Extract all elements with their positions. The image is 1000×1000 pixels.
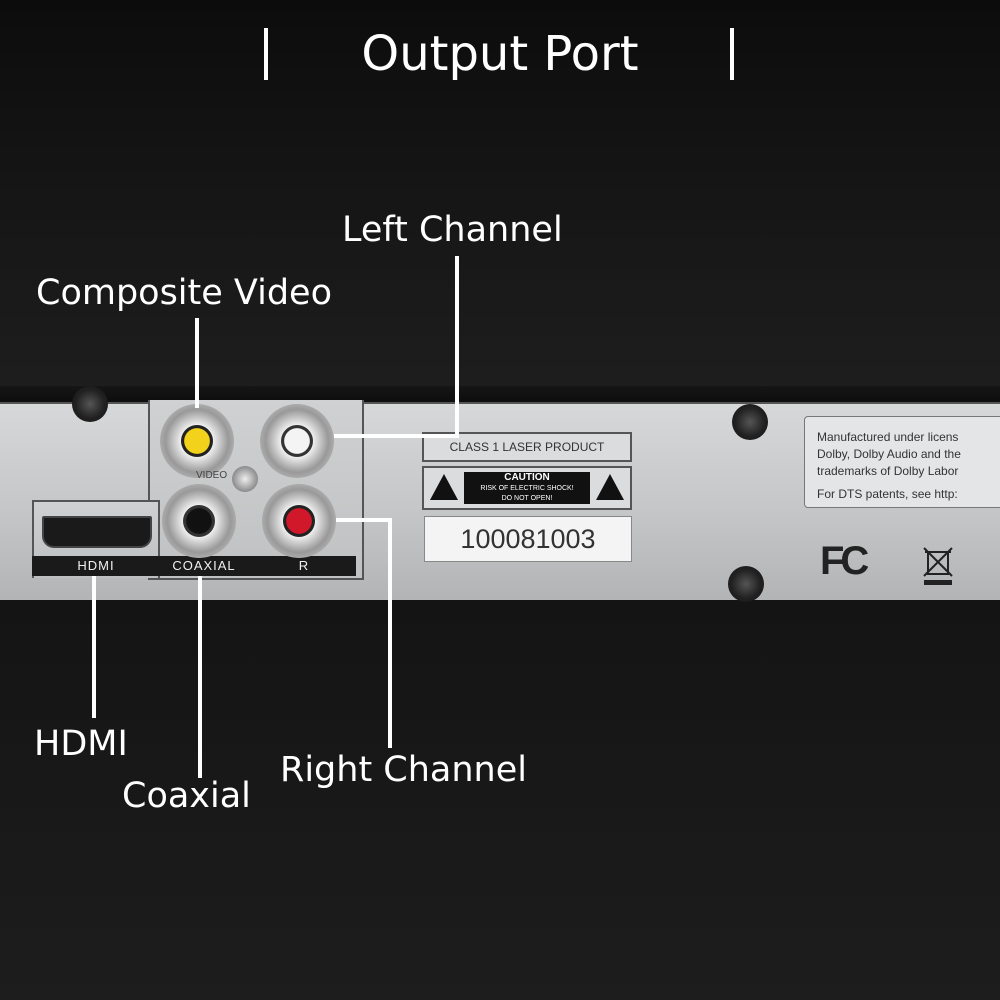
- coaxial-port-label: COAXIAL: [156, 556, 252, 576]
- page-title: Output Port: [361, 26, 639, 82]
- hdmi-socket: [42, 516, 152, 548]
- fcc-mark: FC: [820, 539, 869, 583]
- notice-line-3: trademarks of Dolby Labor: [817, 464, 959, 478]
- video-port-label: VIDEO: [196, 470, 228, 481]
- coaxial-leader: [198, 576, 202, 778]
- background-bottom: [0, 600, 1000, 1000]
- coaxial-jack: [162, 484, 236, 558]
- right-channel-leader-horizontal: [336, 518, 392, 522]
- composite-video-leader: [195, 318, 199, 408]
- caution-line-2: DO NOT OPEN!: [501, 495, 553, 502]
- right-audio-jack: [262, 484, 336, 558]
- composite-video-jack: [160, 404, 234, 478]
- notice-line-5: For DTS patents, see http:: [817, 487, 958, 501]
- notice-line-2: Dolby, Dolby Audio and the: [817, 447, 961, 461]
- left-audio-jack: [260, 404, 334, 478]
- hdmi-leader: [92, 576, 96, 718]
- screw-right-bottom: [728, 566, 764, 602]
- composite-video-callout: Composite Video: [36, 273, 332, 313]
- hdmi-callout: HDMI: [34, 724, 128, 764]
- right-port-label: R: [252, 556, 356, 576]
- caution-line-1: RISK OF ELECTRIC SHOCK!: [480, 485, 574, 492]
- weee-bin-icon: [920, 544, 956, 586]
- caution-box: CAUTION RISK OF ELECTRIC SHOCK! DO NOT O…: [464, 472, 590, 504]
- right-channel-leader-vertical: [388, 518, 392, 748]
- hdmi-port-label: HDMI: [32, 556, 160, 576]
- screw-right-top: [732, 404, 768, 440]
- left-channel-callout: Left Channel: [342, 210, 563, 250]
- license-notice: Manufactured under licens Dolby, Dolby A…: [804, 416, 1000, 508]
- notice-line-1: Manufactured under licens: [817, 430, 959, 444]
- warning-icon-right: [596, 474, 624, 500]
- left-channel-leader-vertical: [455, 256, 459, 438]
- serial-number-sticker: 100081003: [424, 516, 632, 562]
- caution-heading: CAUTION: [504, 472, 550, 483]
- right-channel-callout: Right Channel: [280, 750, 527, 790]
- warning-icon: [430, 474, 458, 500]
- screw-left: [72, 386, 108, 422]
- hdmi-port: [32, 500, 160, 578]
- coaxial-callout: Coaxial: [122, 776, 251, 816]
- caution-sticker: CAUTION RISK OF ELECTRIC SHOCK! DO NOT O…: [422, 466, 632, 510]
- title-bar-right: [730, 28, 734, 80]
- screw-middle: [232, 466, 258, 492]
- title-bar-left: [264, 28, 268, 80]
- left-channel-leader-horizontal: [334, 434, 459, 438]
- background-top: [0, 0, 1000, 400]
